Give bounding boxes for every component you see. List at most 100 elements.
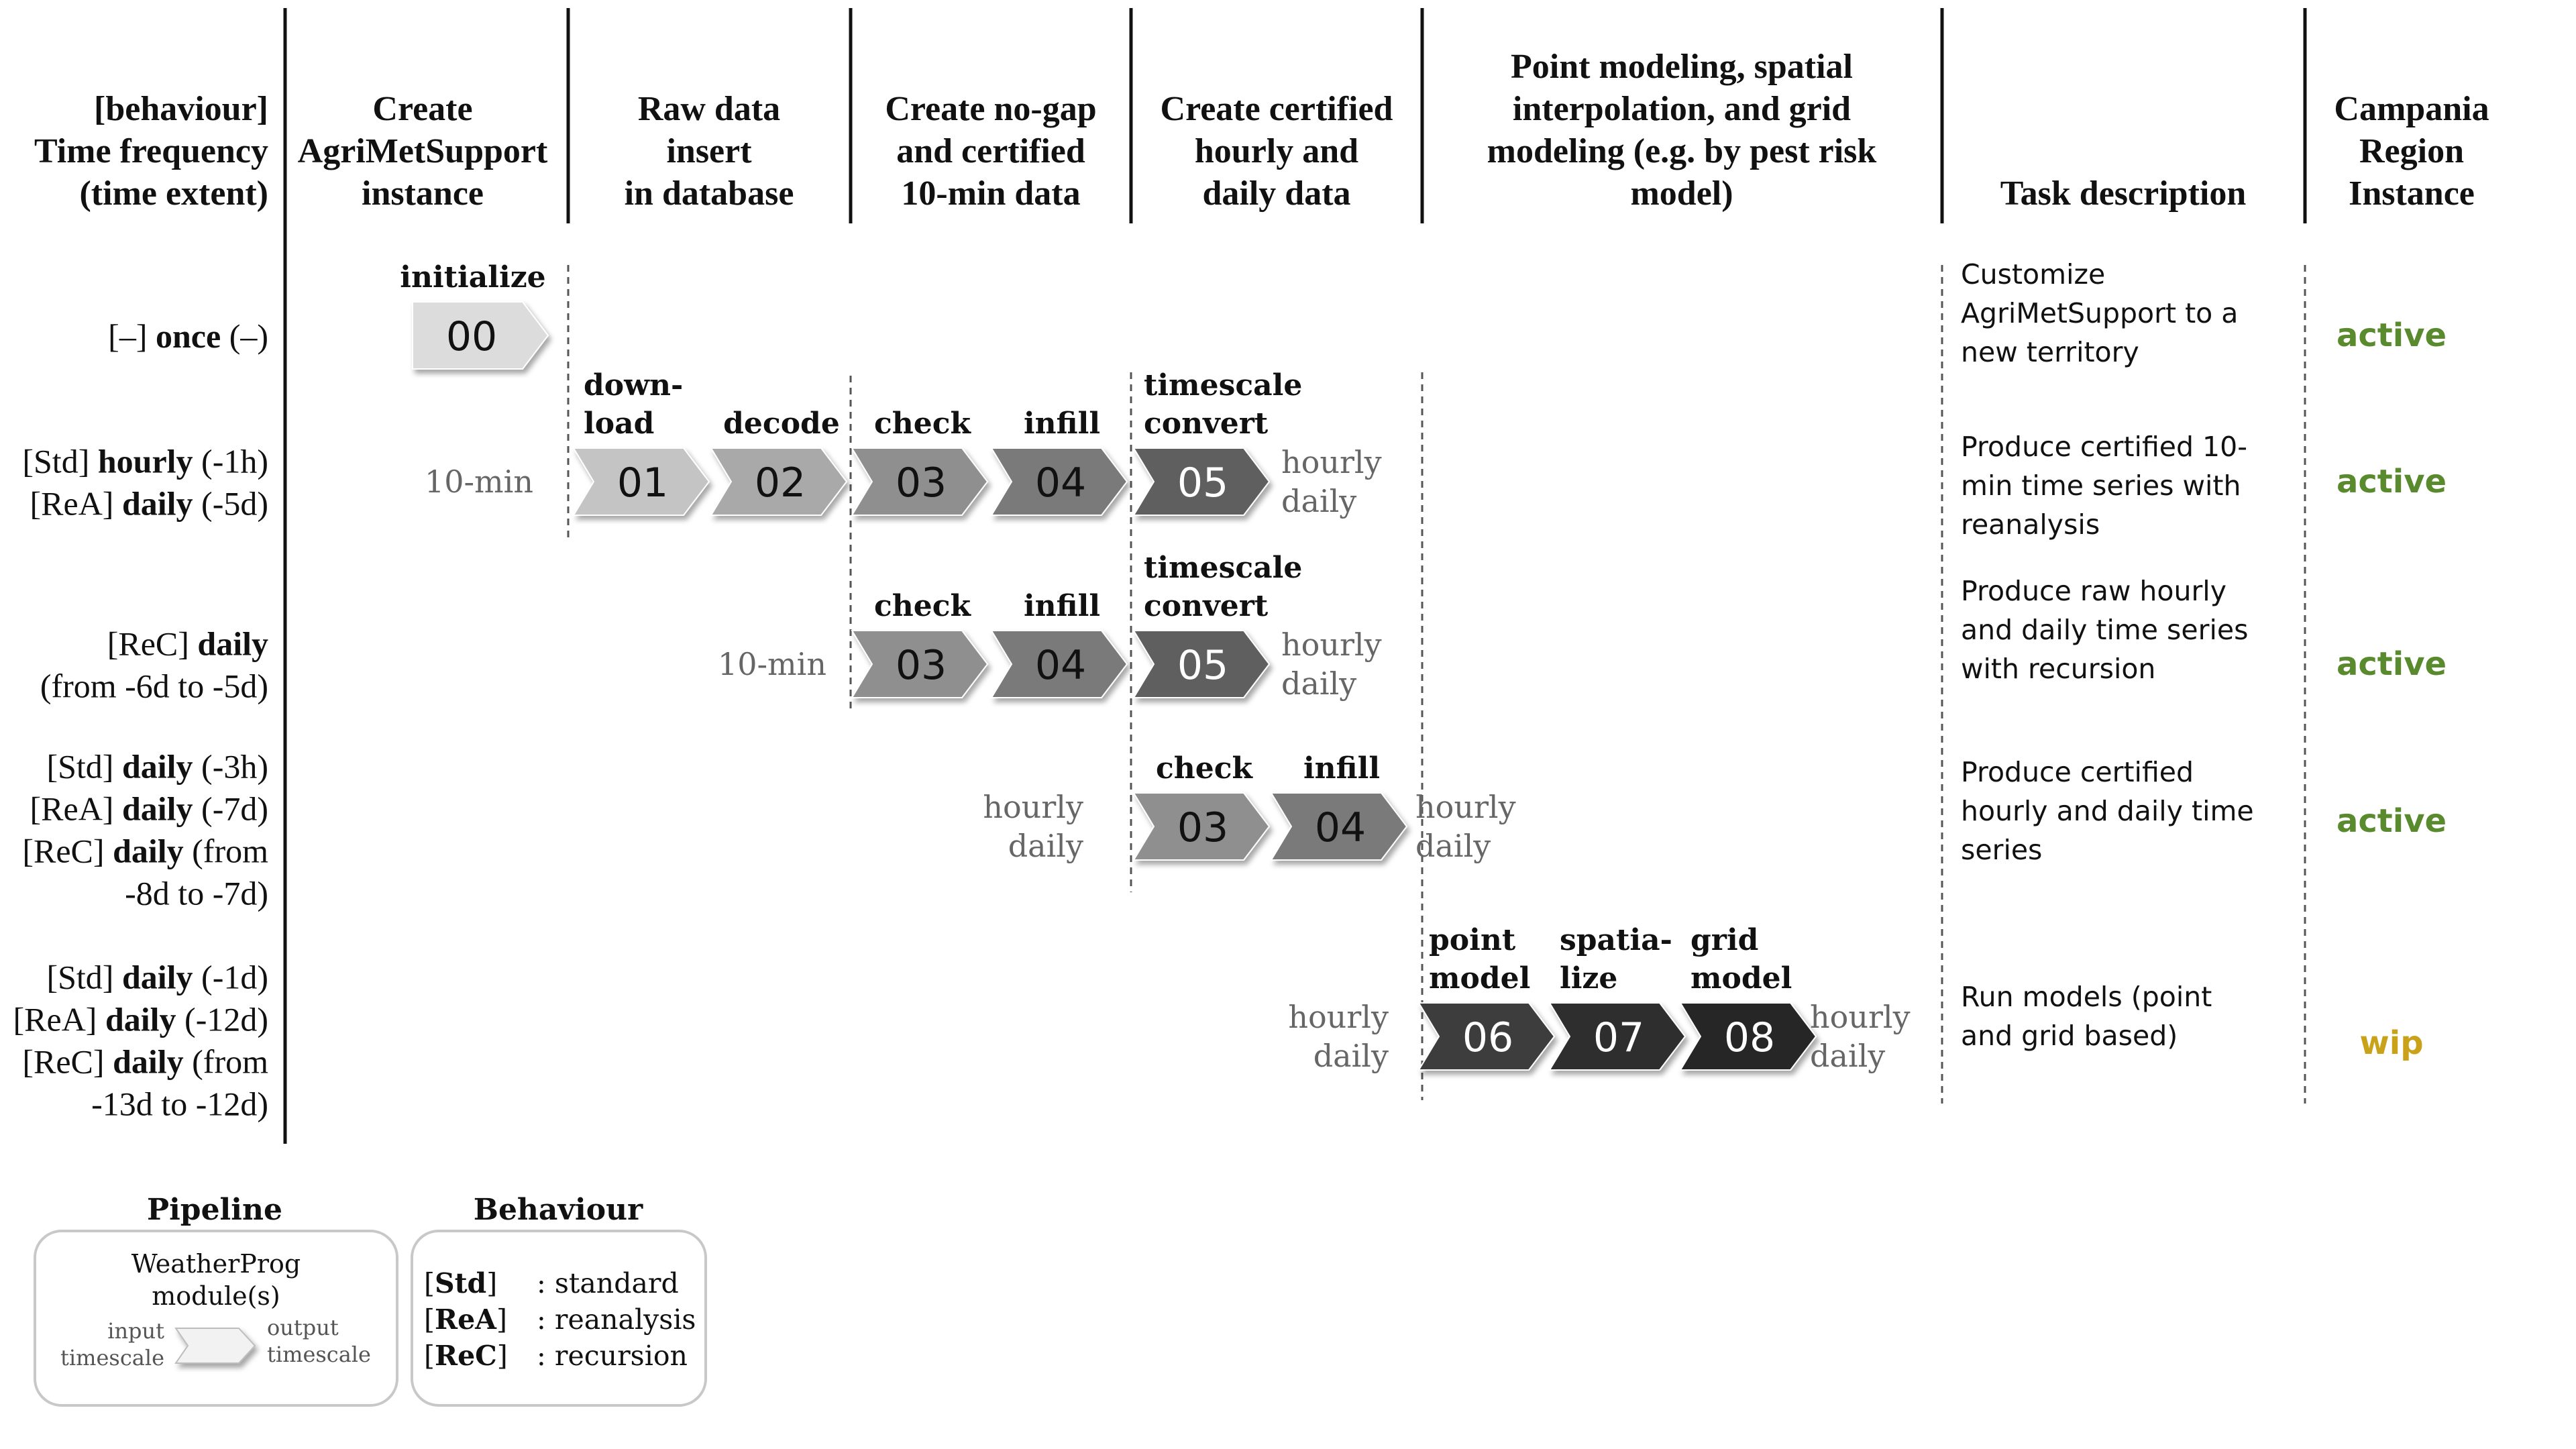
behaviour-text: (-3h) bbox=[193, 748, 268, 786]
module-number: 04 bbox=[1035, 642, 1086, 689]
behaviour-line: [ReC] daily (from bbox=[22, 1043, 268, 1081]
task-line: with recursion bbox=[1961, 653, 2155, 685]
legend-behaviour-item: [ReC]: recursion bbox=[424, 1340, 688, 1372]
bracket: [ bbox=[424, 1303, 435, 1336]
module-chevron bbox=[1679, 1002, 1817, 1071]
behaviour-text: (–) bbox=[221, 317, 268, 355]
module-chevron bbox=[1132, 792, 1271, 861]
behaviour-text: [Std] bbox=[46, 748, 122, 786]
legend-behaviour-title: Behaviour bbox=[474, 1193, 643, 1227]
header-certified-line: hourly and bbox=[1195, 132, 1358, 170]
task-line: and daily time series bbox=[1961, 614, 2248, 646]
header-nogap-line: and certified bbox=[896, 132, 1085, 170]
module-number: 03 bbox=[1177, 804, 1228, 851]
header-campania-line: Instance bbox=[2349, 174, 2475, 213]
bracket: ] bbox=[497, 1340, 508, 1372]
legend-input-timescale: timescale bbox=[60, 1345, 164, 1371]
module-chevron bbox=[1548, 1002, 1686, 1071]
module-chevron bbox=[1417, 1002, 1556, 1071]
behaviour-line: [Std] daily (-1d) bbox=[46, 959, 268, 996]
header-campania-line: Region bbox=[2359, 132, 2464, 170]
bracket: [ bbox=[424, 1267, 435, 1299]
legend-pipeline-box bbox=[34, 1230, 398, 1407]
bracket: [ bbox=[424, 1340, 435, 1372]
behaviour-line: [ReA] daily (-7d) bbox=[30, 790, 269, 828]
behaviour-text: (from -6d to -5d) bbox=[40, 667, 268, 705]
module-label: load bbox=[584, 407, 654, 441]
behaviour-text: [ReA] bbox=[30, 485, 122, 523]
module-label: timescale bbox=[1144, 551, 1302, 585]
module-number: 05 bbox=[1177, 642, 1228, 689]
legend-input-timescale: input bbox=[107, 1318, 164, 1344]
task-line: series bbox=[1961, 834, 2042, 866]
task-line: hourly and daily time bbox=[1961, 795, 2254, 827]
behaviour-desc: : recursion bbox=[537, 1340, 688, 1372]
header-create-instance-line: instance bbox=[362, 174, 484, 213]
behaviour-line: [ReC] daily bbox=[107, 625, 268, 663]
header-behaviour-line: Time frequency bbox=[34, 132, 268, 170]
module-chevron bbox=[1132, 630, 1271, 698]
module-chevron bbox=[1132, 447, 1271, 516]
module-chevron bbox=[990, 630, 1128, 698]
module-03-arrow: 03 check bbox=[851, 589, 989, 698]
header-modeling-line: modeling (e.g. by pest risk bbox=[1487, 132, 1877, 170]
module-arrows: 00initialize01down-load02decode03check04… bbox=[400, 260, 1817, 1071]
module-chevron bbox=[412, 301, 549, 370]
header-create-instance-line: AgriMetSupport bbox=[298, 132, 548, 170]
status-active: active bbox=[2337, 463, 2447, 500]
module-label: spatia- bbox=[1560, 923, 1672, 957]
behaviour-line: [Std] hourly (-1h) bbox=[22, 443, 268, 480]
output-timescale: hourly bbox=[1281, 444, 1382, 480]
output-timescale: hourly bbox=[1810, 999, 1911, 1035]
module-chevron bbox=[990, 447, 1128, 516]
behaviour-frequency: daily bbox=[113, 1043, 184, 1081]
module-label: check bbox=[874, 407, 972, 441]
output-timescale: hourly bbox=[1415, 789, 1516, 825]
module-label: model bbox=[1690, 961, 1792, 996]
legend-output-timescale: timescale bbox=[267, 1342, 371, 1367]
module-label: down- bbox=[584, 368, 683, 402]
header-raw-insert-line: Raw data bbox=[638, 90, 780, 128]
module-chevron bbox=[851, 630, 989, 698]
module-label: convert bbox=[1144, 589, 1269, 623]
module-number: 00 bbox=[446, 313, 497, 360]
module-number: 06 bbox=[1462, 1014, 1513, 1061]
module-number: 04 bbox=[1035, 460, 1086, 506]
task-line: Customize bbox=[1961, 258, 2105, 290]
legend-module-chevron bbox=[174, 1328, 256, 1364]
module-label: lize bbox=[1560, 961, 1617, 996]
output-timescale: hourly bbox=[1281, 627, 1382, 663]
behaviour-text: [ReA] bbox=[13, 1001, 105, 1038]
module-label: initialize bbox=[400, 260, 545, 294]
input-timescale: hourly bbox=[1288, 999, 1389, 1035]
header-raw-insert-line: in database bbox=[625, 174, 794, 213]
legend-pipeline-title: Pipeline bbox=[147, 1193, 282, 1227]
module-number: 03 bbox=[896, 642, 947, 689]
header-nogap-line: 10-min data bbox=[901, 174, 1080, 213]
module-label: point bbox=[1429, 923, 1516, 957]
task-line: Produce raw hourly bbox=[1961, 575, 2226, 607]
behaviour-text: [ReA] bbox=[30, 790, 122, 828]
behaviour-line: [ReC] daily (from bbox=[22, 833, 268, 870]
module-label: check bbox=[874, 589, 972, 623]
input-timescale: daily bbox=[1313, 1038, 1389, 1074]
behaviour-frequency: daily bbox=[122, 748, 193, 786]
legend-behaviour-item: [ReA]: reanalysis bbox=[424, 1303, 696, 1336]
module-chevron bbox=[1270, 792, 1408, 861]
behaviour-desc: : standard bbox=[537, 1267, 679, 1299]
output-timescale: daily bbox=[1281, 665, 1356, 702]
behaviour-line: [Std] daily (-3h) bbox=[46, 748, 268, 786]
header-raw-insert-line: insert bbox=[666, 132, 752, 170]
module-number: 07 bbox=[1593, 1014, 1644, 1061]
module-label: infill bbox=[1024, 589, 1100, 623]
behaviour-text: (-1d) bbox=[193, 959, 268, 996]
module-number: 05 bbox=[1177, 460, 1228, 506]
behaviour-text: (-7d) bbox=[193, 790, 268, 828]
module-number: 08 bbox=[1724, 1014, 1775, 1061]
status-active: active bbox=[2337, 317, 2447, 354]
